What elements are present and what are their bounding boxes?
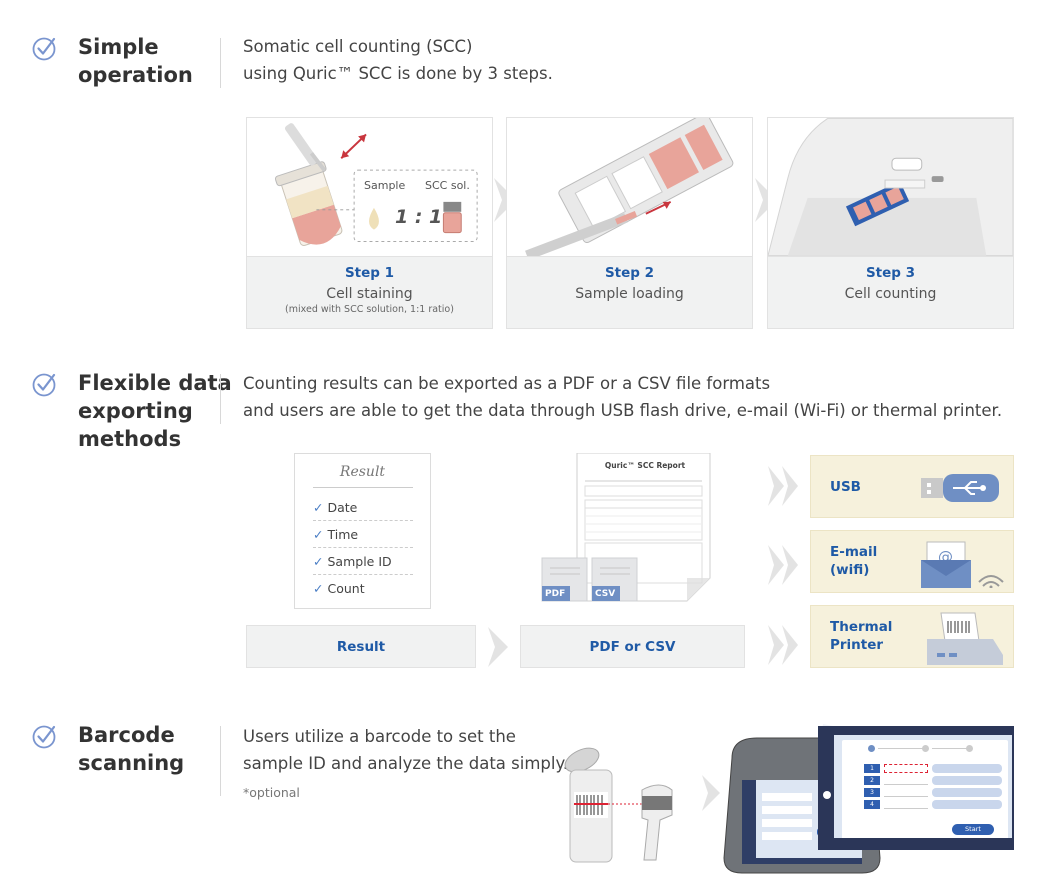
screen-row-number: 2 — [864, 776, 880, 785]
screen-result-field — [932, 764, 1002, 773]
step-number: Step 1 — [344, 265, 395, 281]
screen-sidebar — [820, 735, 834, 842]
barcode-scanner-illustration — [564, 747, 673, 863]
divider — [220, 38, 221, 88]
progress-dot — [966, 745, 973, 752]
progress-dot — [922, 745, 929, 752]
step-footer: Step 3 Cell counting — [768, 256, 1013, 328]
pdf-csv-label: PDF or CSV — [520, 625, 745, 668]
export-option-printer: Thermal Printer — [810, 605, 1014, 668]
section-desc-simple: Somatic cell counting (SCC) using Quric™… — [243, 37, 553, 83]
divider — [313, 487, 413, 488]
step-number: Step 3 — [865, 265, 916, 281]
device-screen: 1 2 3 4 Start — [818, 726, 1014, 850]
checkmark-circle-icon — [32, 373, 56, 397]
check-icon: ✓ — [313, 500, 324, 515]
cell-staining-illustration — [247, 118, 492, 256]
step-card-2: Step 2 Sample loading — [506, 117, 753, 329]
thermal-printer-icon — [927, 612, 1003, 665]
screen-panel: 1 2 3 4 Start — [842, 740, 1008, 840]
step-name: Cell counting — [844, 286, 937, 302]
screen-row-number: 1 — [864, 764, 880, 773]
screen-start-button: Start — [952, 824, 994, 835]
chevron-right-icon — [702, 775, 720, 811]
step-number: Step 2 — [604, 265, 655, 281]
screen-result-field — [932, 800, 1002, 809]
screen-row-number: 4 — [864, 800, 880, 809]
screen-sample-field — [884, 800, 928, 809]
double-chevron-right-icon — [768, 466, 798, 506]
ratio-label: 1 : 1 — [395, 206, 443, 228]
step-footer: Step 2 Sample loading — [507, 256, 752, 328]
section-desc-barcode: Users utilize a barcode to set the sampl… — [243, 727, 569, 800]
chevron-right-icon — [494, 178, 516, 222]
checkmark-circle-icon — [32, 725, 56, 749]
chevron-right-icon — [755, 178, 777, 222]
double-chevron-right-icon — [768, 545, 798, 585]
screen-topbar — [820, 728, 1012, 735]
double-chevron-right-icon — [768, 625, 798, 665]
pdf-tag: PDF — [545, 589, 566, 599]
screen-result-field — [932, 776, 1002, 785]
screen-bottombar — [820, 838, 1012, 848]
result-item: ✓Time — [313, 521, 413, 548]
progress-line — [932, 748, 972, 749]
check-icon: ✓ — [313, 554, 324, 569]
result-card: Result ✓Date ✓Time ✓Sample ID ✓Count — [294, 453, 431, 609]
check-icon: ✓ — [313, 527, 324, 542]
section-title-barcode-scanning: Barcode scanning — [78, 723, 185, 775]
result-item: ✓Date — [313, 494, 413, 521]
result-item: ✓Sample ID — [313, 548, 413, 575]
step-name: Sample loading — [575, 286, 684, 302]
check-icon: ✓ — [313, 581, 324, 596]
section-title-data-exporting: Flexible data exporting methods — [78, 371, 232, 451]
progress-line — [878, 748, 928, 749]
screen-icon — [823, 791, 831, 799]
step-card-3: Step 3 Cell counting — [767, 117, 1014, 329]
progress-dot — [868, 745, 875, 752]
screen-row-number: 3 — [864, 788, 880, 797]
export-option-email: E-mail (wifi) @ — [810, 530, 1014, 593]
result-card-title: Result — [339, 464, 386, 480]
sample-label: Sample — [364, 179, 406, 192]
report-document — [541, 453, 711, 602]
divider — [220, 726, 221, 796]
report-title: Quric™ SCC Report — [604, 461, 686, 470]
csv-tag: CSV — [595, 589, 616, 599]
screen-sample-field — [884, 764, 928, 773]
screen-sample-field — [884, 788, 928, 797]
step-card-1: Sample SCC sol. 1 : 1 Step 1 Cell staini… — [246, 117, 493, 329]
result-item: ✓Count — [313, 581, 365, 596]
section-desc-export: Counting results can be exported as a PD… — [243, 374, 1003, 420]
divider — [220, 374, 221, 424]
result-label: Result — [246, 625, 476, 668]
step-subtext: (mixed with SCC solution, 1:1 ratio) — [285, 304, 454, 315]
step-name: Cell staining — [326, 286, 413, 302]
export-option-usb: USB — [810, 455, 1014, 518]
email-wifi-icon: @ — [921, 541, 1004, 588]
cell-counting-illustration — [768, 118, 1013, 256]
usb-icon — [921, 474, 999, 502]
sample-loading-illustration — [507, 118, 752, 256]
section-title-simple-operation: Simple operation — [78, 35, 193, 87]
chevron-right-icon — [488, 627, 508, 667]
scc-sol-label: SCC sol. — [425, 179, 470, 192]
checkmark-circle-icon — [32, 37, 56, 61]
screen-sample-field — [884, 776, 928, 785]
screen-result-field — [932, 788, 1002, 797]
step-footer: Step 1 Cell staining (mixed with SCC sol… — [247, 256, 492, 328]
